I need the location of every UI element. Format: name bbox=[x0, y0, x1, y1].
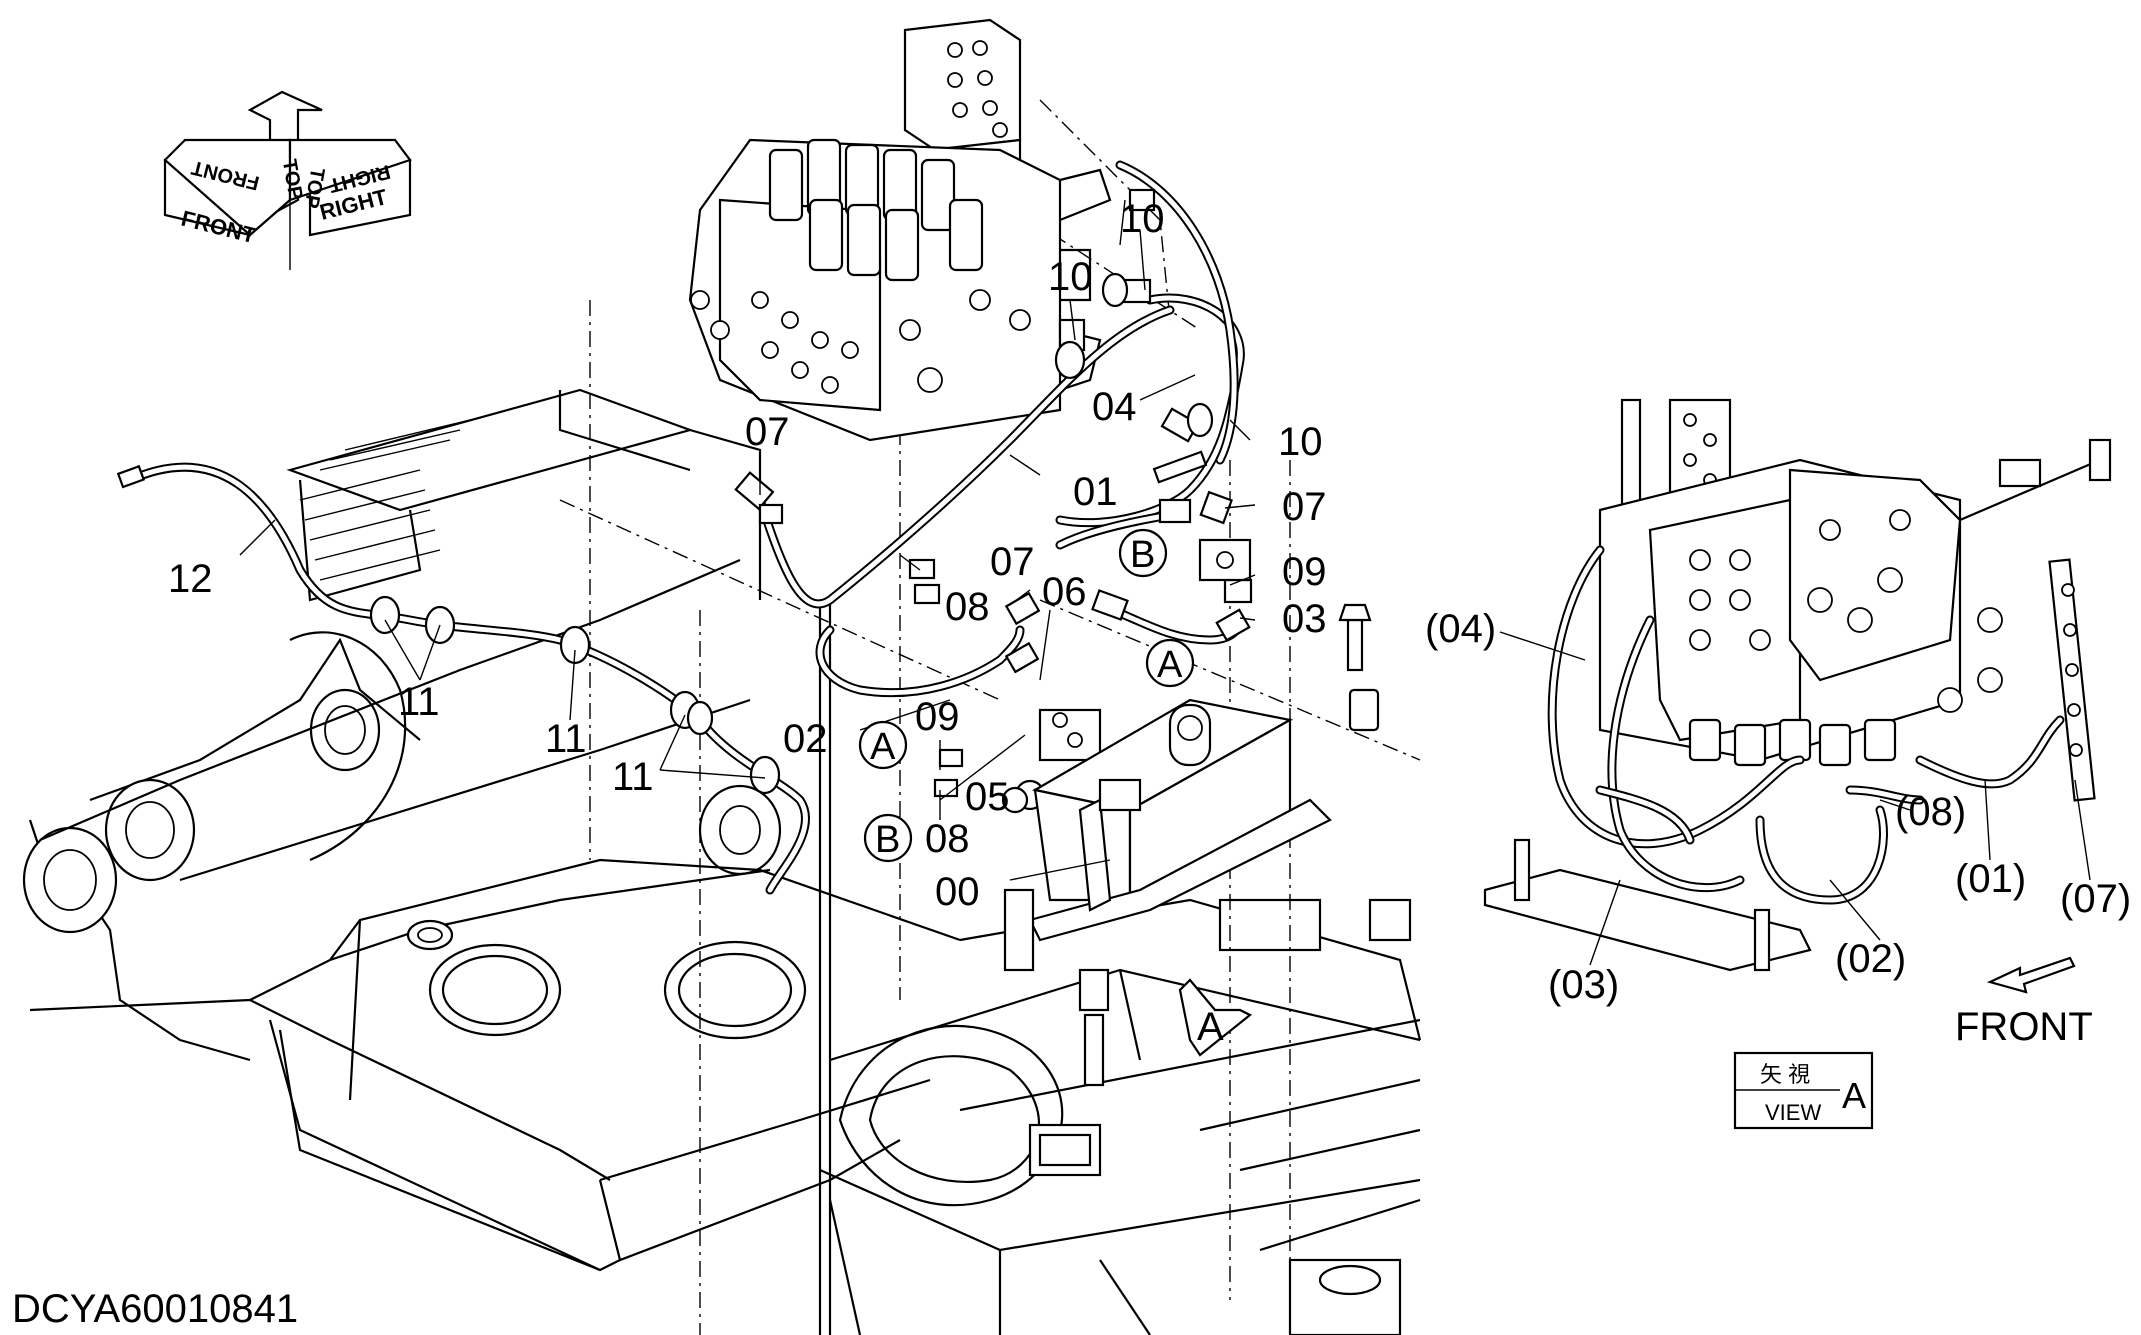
spool-caps bbox=[768, 138, 984, 282]
callout-08-mid: 08 bbox=[945, 585, 990, 629]
callout-leaders bbox=[239, 199, 1256, 881]
view-callout-01: (01) bbox=[1955, 857, 2026, 901]
view-japanese: 矢 視 bbox=[1760, 1062, 1810, 1087]
frame-linework bbox=[22, 99, 1422, 1335]
circle-refs: B A A B A bbox=[858, 528, 1253, 1057]
callout-10-mid: 10 bbox=[1048, 255, 1093, 299]
callout-10-top: 10 bbox=[1120, 197, 1165, 241]
callout-03: 03 bbox=[1282, 597, 1327, 641]
view-front-indicator: FRONT bbox=[1955, 956, 2093, 1049]
view-letter: A bbox=[1842, 1075, 1866, 1116]
callout-09-mid: 09 bbox=[915, 695, 960, 739]
ref-a-left: A bbox=[870, 726, 896, 768]
callout-08-bottom: 08 bbox=[925, 817, 970, 861]
view-text: VIEW bbox=[1765, 1100, 1821, 1125]
view-callout-04: (04) bbox=[1425, 607, 1496, 651]
valve-bolts bbox=[690, 40, 1031, 394]
callout-07-mid: 07 bbox=[990, 540, 1035, 584]
callout-06: 06 bbox=[1042, 570, 1087, 614]
callout-12: 12 bbox=[168, 557, 213, 601]
callout-05: 05 bbox=[965, 775, 1010, 819]
view-front-label: FRONT bbox=[1955, 1005, 2093, 1049]
callout-10-right: 10 bbox=[1278, 420, 1323, 464]
callout-11-left: 11 bbox=[398, 680, 440, 724]
ref-b-bottom: B bbox=[875, 819, 900, 861]
view-a-detail bbox=[1483, 398, 2112, 972]
drawing-id: DCYA60010841 bbox=[12, 1287, 298, 1331]
callout-04: 04 bbox=[1092, 385, 1137, 429]
view-valve-bolts bbox=[1689, 509, 2003, 713]
grating bbox=[299, 419, 471, 581]
callout-02: 02 bbox=[783, 717, 828, 761]
callout-09-right: 09 bbox=[1282, 550, 1327, 594]
view-callout-02: (02) bbox=[1835, 937, 1906, 981]
callout-labels: 10 10 04 10 07 01 07 09 03 08 07 06 02 0… bbox=[168, 197, 1327, 914]
view-a-callouts: (04) (08) (01) (07) (02) (03) bbox=[1425, 607, 2131, 1007]
ref-b-top: B bbox=[1130, 534, 1155, 576]
ref-a-right: A bbox=[1157, 644, 1183, 686]
callout-07-right: 07 bbox=[1282, 485, 1327, 529]
hose-clamps bbox=[369, 272, 1214, 795]
view-label-box: 矢 視 VIEW A bbox=[1733, 1051, 1874, 1130]
view-callout-08: (08) bbox=[1895, 790, 1966, 834]
callout-07-top: 07 bbox=[745, 410, 790, 454]
view-callout-07: (07) bbox=[2060, 877, 2131, 921]
hose-02 bbox=[815, 625, 1025, 698]
bracket-00 bbox=[1003, 603, 1380, 1087]
hoses bbox=[125, 160, 1245, 895]
callout-11-lower: 11 bbox=[612, 755, 654, 799]
callout-00: 00 bbox=[935, 870, 980, 914]
callout-01: 01 bbox=[1073, 470, 1118, 514]
view-callout-03: (03) bbox=[1548, 963, 1619, 1007]
orientation-arrows: FRONT FRONT TOP TOP RIGHT RIGHT bbox=[163, 90, 412, 270]
view-a-arrow-label: A bbox=[1197, 1005, 1224, 1049]
callout-11-mid: 11 bbox=[545, 717, 587, 761]
control-valve bbox=[688, 18, 1112, 442]
